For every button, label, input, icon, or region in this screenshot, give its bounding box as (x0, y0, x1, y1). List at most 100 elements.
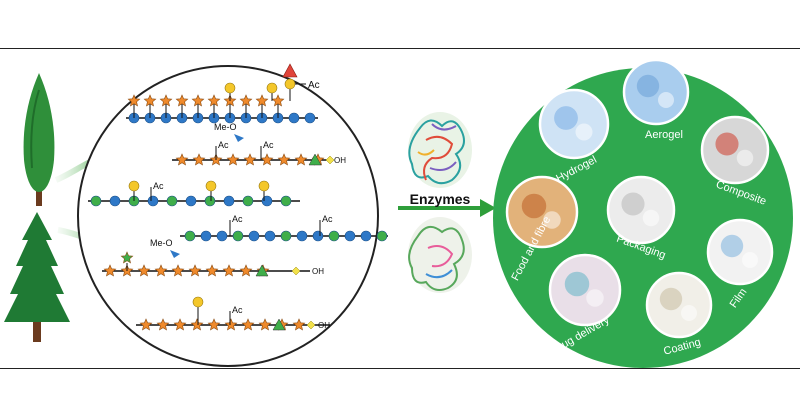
rhamnose-unit-icon (306, 320, 316, 330)
xylose-unit-icon (226, 153, 240, 166)
bottom-divider (0, 368, 800, 369)
galactose-unit-icon (128, 180, 140, 192)
glucose-unit-icon (312, 230, 324, 242)
application-image-detail (715, 132, 739, 156)
xylose-unit-icon (190, 318, 204, 331)
xylose-unit-icon (255, 94, 269, 107)
mannose-unit-icon (376, 230, 388, 242)
xylose-unit-icon (207, 318, 221, 331)
enzymes-arrowhead-icon (480, 199, 496, 217)
xylose-unit-icon (192, 153, 206, 166)
application-image-detail (521, 193, 547, 219)
xylose-unit-icon (137, 264, 151, 277)
xylose-unit-icon (277, 153, 291, 166)
glucuronic-acid-icon (234, 134, 244, 142)
top-divider (0, 48, 800, 49)
xylose-unit-icon (156, 318, 170, 331)
application-label: Aerogel (645, 129, 683, 141)
xylose-unit-icon (294, 153, 308, 166)
application-image-detail (659, 287, 683, 311)
glucose-unit-icon (264, 230, 276, 242)
xylose-unit-icon (175, 94, 189, 107)
xylose-unit-icon (243, 153, 257, 166)
application-item: Aerogel (622, 58, 690, 141)
application-image-detail (554, 106, 578, 130)
acetyl-label: Ac (232, 305, 243, 315)
xylose-unit-icon (260, 153, 274, 166)
methyl-ether-label: Me-O (150, 238, 173, 248)
xylose-unit-icon (139, 318, 153, 331)
glucose-unit-icon (344, 230, 356, 242)
application-image-detail (642, 209, 660, 227)
mannose-unit-icon (232, 230, 244, 242)
xylose-unit-icon (175, 153, 189, 166)
application-image-detail (564, 271, 590, 297)
xylose-unit-icon (224, 318, 238, 331)
hydroxyl-label: OH (318, 321, 330, 330)
glucose-unit-icon (147, 195, 159, 207)
application-image-detail (736, 149, 754, 167)
glucose-unit-icon (360, 230, 372, 242)
application-item: Packaging (606, 175, 676, 262)
mannose-unit-icon (280, 195, 292, 207)
application-image-detail (543, 211, 561, 229)
arabinose-unit-icon (272, 318, 286, 331)
methyl-ether-label: Me-O (214, 122, 237, 132)
hydroxyl-label: OH (334, 156, 346, 165)
acetyl-label: Ac (322, 214, 333, 224)
glucose-unit-icon (288, 112, 300, 124)
galactose-unit-icon (284, 78, 296, 90)
galactose-unit-icon (224, 82, 236, 94)
rhamnose-unit-icon (325, 155, 335, 165)
xylose-unit-icon (271, 94, 285, 107)
glucose-unit-icon (296, 230, 308, 242)
xylose-unit-icon (239, 264, 253, 277)
galactose-unit-icon (205, 180, 217, 192)
application-image-detail (658, 92, 674, 108)
acetyl-label: Ac (218, 140, 229, 150)
glucose-unit-icon (223, 195, 235, 207)
hemicellulose-structures-circle (77, 65, 379, 367)
application-image-detail (575, 123, 593, 141)
glucuronic-acid-icon (170, 250, 180, 258)
xylose-unit-icon (173, 318, 187, 331)
acetyl-label: Ac (263, 140, 274, 150)
xylose-unit-icon (143, 94, 157, 107)
xylose-unit-icon (258, 318, 272, 331)
enzyme-structure-icon (408, 217, 472, 293)
xylose-unit-icon (191, 94, 205, 107)
glucose-unit-icon (109, 195, 121, 207)
spruce-tree-icon (4, 212, 70, 342)
galactose-unit-icon (266, 82, 278, 94)
rhamnose-unit-icon (291, 266, 301, 276)
xylose-unit-icon (154, 264, 168, 277)
application-image-detail (742, 252, 758, 268)
xylose-unit-icon (127, 94, 141, 107)
glucose-unit-icon (248, 230, 260, 242)
mannose-unit-icon (166, 195, 178, 207)
galactose-unit-icon (192, 296, 204, 308)
arabinose-unit-icon (308, 153, 322, 166)
application-image-detail (621, 192, 645, 216)
xylose-unit-icon (222, 264, 236, 277)
acetyl-label: Ac (308, 80, 320, 91)
arabinose-star-icon (120, 251, 134, 264)
application-image-detail (720, 234, 744, 258)
glucose-unit-icon (185, 195, 197, 207)
cypress-tree-icon (23, 73, 55, 206)
xylose-unit-icon (241, 318, 255, 331)
mannose-unit-icon (184, 230, 196, 242)
mannose-unit-icon (90, 195, 102, 207)
arabinose-unit-icon (255, 264, 269, 277)
xylose-unit-icon (171, 264, 185, 277)
mannose-unit-icon (280, 230, 292, 242)
xylose-unit-icon (103, 264, 117, 277)
acetyl-label: Ac (232, 214, 243, 224)
enzymes-label: Enzymes (410, 191, 471, 207)
xylose-unit-icon (292, 318, 306, 331)
xylose-unit-icon (207, 94, 221, 107)
application-image-detail (681, 305, 697, 321)
